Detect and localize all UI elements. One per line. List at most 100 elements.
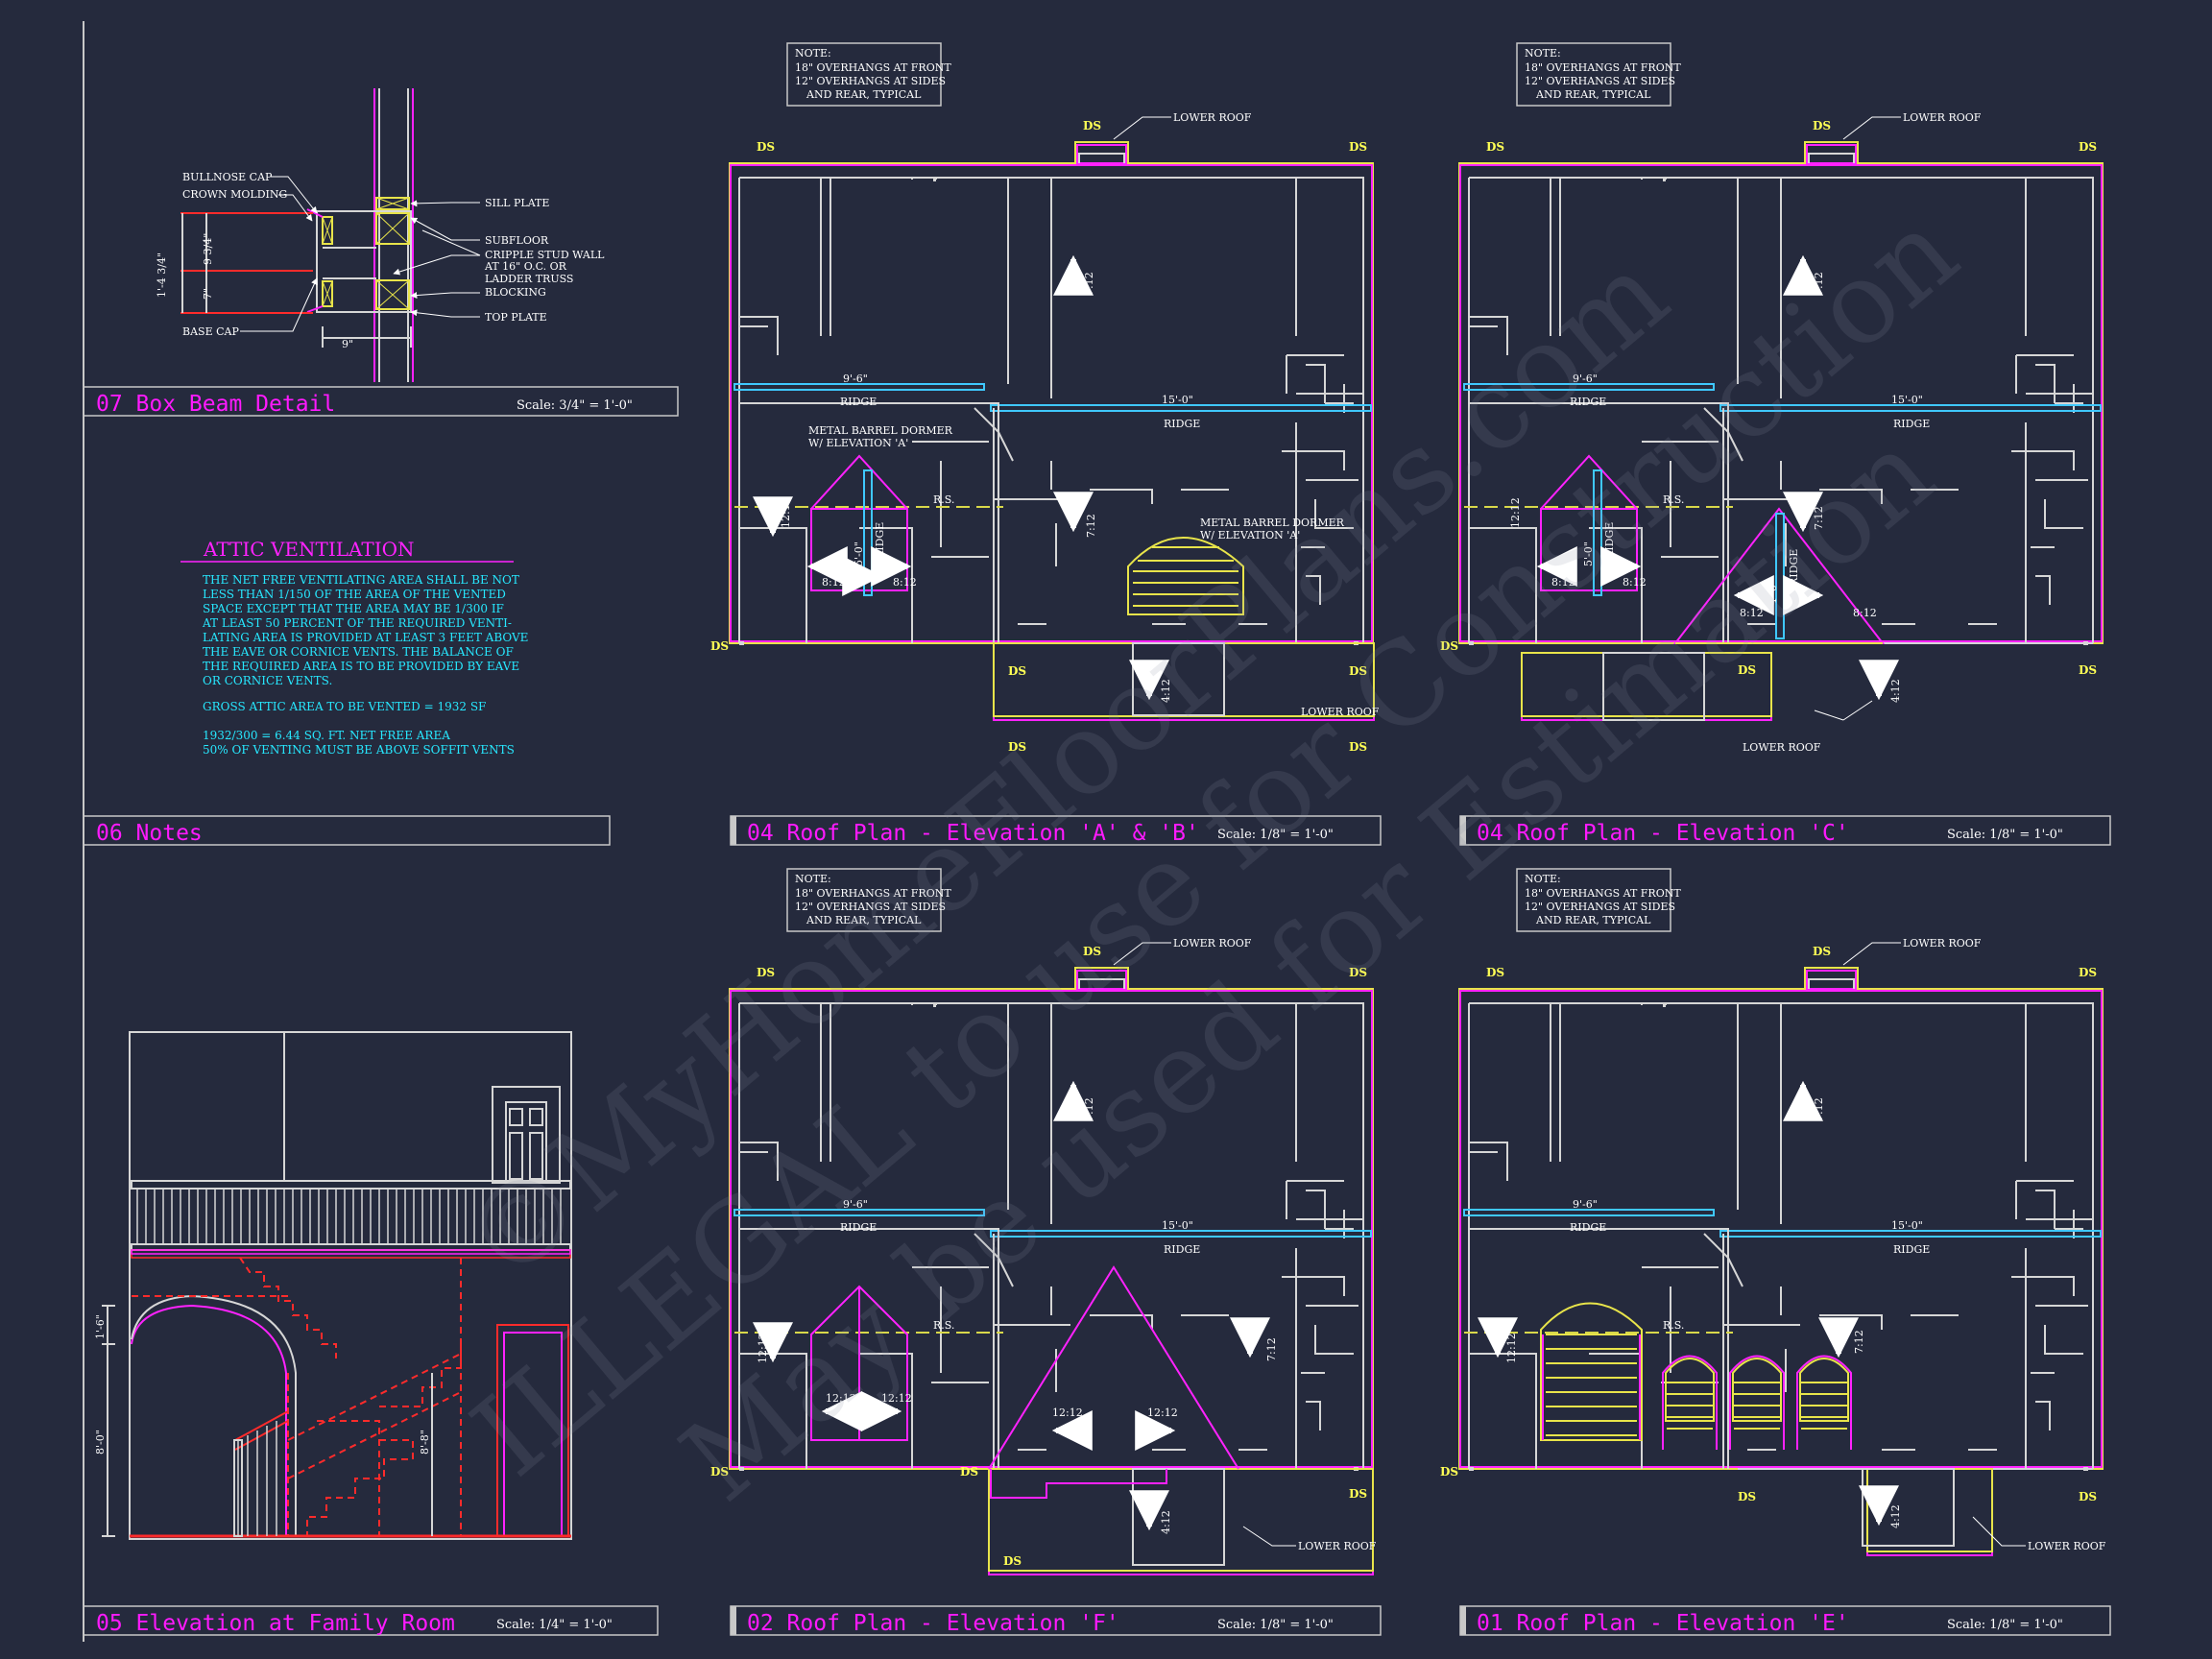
ds-marker: DS [1003,1554,1022,1568]
label-sill: SILL PLATE [485,197,549,209]
label-cripple2: AT 16" O.C. OR [484,260,567,273]
label-rs: R.S. [933,1319,954,1332]
pitch-7-12: 7:12 [1813,506,1825,530]
dim-8-8: 8'-8" [419,1430,431,1455]
ds-marker: DS [1349,1487,1367,1501]
dim-9-6: 9'-6" [1573,373,1598,385]
ds-marker: DS [1486,966,1504,979]
attic-line-1: THE NET FREE VENTILATING AREA SHALL BE N… [203,573,519,587]
ds-marker: DS [1349,664,1367,678]
note-line-4: AND REAR, TYPICAL [805,88,922,101]
dim-width: 9" [342,338,353,350]
pitch-12-12: 12:12 [826,1392,856,1405]
pitch-7-12: 7:12 [1085,514,1097,538]
dim-5-0: 5'-0" [1582,541,1595,566]
dormer-label-2: W/ ELEVATION 'A' [808,437,908,449]
pitch-7-12: 7:12 [1265,1337,1278,1361]
label-lower-roof: LOWER ROOF [2028,1540,2106,1552]
pitch-12-12: 12:12 [881,1392,912,1405]
label-ridge: RIDGE [840,396,877,408]
note-line-3: 12" OVERHANGS AT SIDES [795,75,946,87]
title-01: 01 Roof Plan - Elevation 'E' [1477,1611,1849,1636]
title-bar-07 [83,386,679,417]
small-barrel-dormer [1729,1355,1785,1450]
ds-marker: DS [2079,663,2097,677]
label-rs: R.S. [1663,493,1684,506]
label-cripple1: CRIPPLE STUD WALL [485,249,605,261]
label-lower-roof: LOWER ROOF [1743,741,1821,754]
pitch-8-12: 8:12 [893,576,917,589]
attic-line-2: LESS THAN 1/150 OF THE AREA OF THE VENTE… [203,588,506,601]
dim-9-6: 9'-6" [843,373,868,385]
ds-marker: DS [1738,1490,1756,1503]
dim-9-6: 9'-6" [843,1198,868,1211]
note-line-4: AND REAR, TYPICAL [1535,88,1651,101]
label-subfloor: SUBFLOOR [485,234,549,247]
title-04a: 04 Roof Plan - Elevation 'A' & 'B' [747,821,1199,846]
label-ridge: RIDGE [1893,1243,1930,1256]
title-06: 06 Notes [96,821,203,846]
ds-marker: DS [1349,966,1367,979]
attic-line-6: THE EAVE OR CORNICE VENTS. THE BALANCE O… [203,645,514,659]
scale-05: Scale: 1/4" = 1'-0" [496,1618,613,1632]
label-crown: CROWN MOLDING [182,188,287,201]
pitch-8-12: 8:12 [1623,576,1647,589]
roof-plan-04a [729,141,1375,721]
pitch-8-12: 8:12 [1740,607,1764,619]
small-barrel-dormer [1662,1355,1718,1450]
pitch-8-12: 8:12 [1551,576,1575,589]
ds-marker: DS [1486,140,1504,154]
attic-line-5: LATING AREA IS PROVIDED AT LEAST 3 FEET … [203,631,528,644]
family-room-elevation: 1'-6" 8'-0" 8'-8" [94,1031,572,1540]
label-lower-roof: LOWER ROOF [1301,706,1380,718]
attic-calc-1: 1932/300 = 6.44 SQ. FT. NET FREE AREA [203,729,450,742]
label-lower-roof: LOWER ROOF [1298,1540,1377,1552]
pitch-12-12: 12:12 [1505,1333,1518,1363]
scale-01: Scale: 1/8" = 1'-0" [1947,1618,2063,1632]
label-bullnose: BULLNOSE CAP [182,171,273,183]
ds-marker: DS [1349,140,1367,154]
dormer-label-2: W/ ELEVATION 'A' [1200,529,1300,541]
ds-marker: DS [1083,119,1101,132]
label-lower-roof: LOWER ROOF [1173,111,1252,124]
label-ridge: RIDGE [840,1221,877,1234]
pitch-7-12: 7:12 [1813,272,1825,296]
label-blocking: BLOCKING [485,286,546,299]
label-rs: R.S. [933,493,954,506]
attic-calc-2: 50% OF VENTING MUST BE ABOVE SOFFIT VENT… [203,743,515,757]
ds-marker: DS [1008,740,1026,754]
attic-line-3: SPACE EXCEPT THAT THE AREA MAY BE 1/300 … [203,602,504,615]
ds-marker: DS [757,966,775,979]
note-line-3: 12" OVERHANGS AT SIDES [1525,901,1675,913]
dim-1-6: 1'-6" [94,1314,107,1339]
dim-4-6: 4'-6" [1767,580,1779,605]
dim-15-0: 15'-0" [1891,394,1923,406]
scale-02: Scale: 1/8" = 1'-0" [1217,1618,1334,1632]
pitch-7-12: 7:12 [1083,272,1095,296]
ds-marker: DS [1349,740,1367,754]
label-rs: R.S. [1663,1319,1684,1332]
dim-15-0: 15'-0" [1891,1219,1923,1232]
note-line-2: 18" OVERHANGS AT FRONT [795,887,951,900]
note-line-1: NOTE: [1525,47,1561,60]
roof-plan-04c [1458,141,2104,721]
dim-9-6: 9'-6" [1573,1198,1598,1211]
pitch-12-12: 12:12 [780,497,792,528]
ds-marker: DS [1813,119,1831,132]
note-line-2: 18" OVERHANGS AT FRONT [1525,61,1681,74]
ds-marker: DS [1083,945,1101,958]
label-ridge: RIDGE [1164,1243,1200,1256]
small-barrel-dormer [1796,1355,1852,1450]
label-ridge: RIDGE [1788,549,1800,586]
label-base: BASE CAP [182,325,239,338]
attic-gross: GROSS ATTIC AREA TO BE VENTED = 1932 SF [203,700,486,713]
ds-marker: DS [1813,945,1831,958]
ds-marker: DS [2079,966,2097,979]
dim-15-0: 15'-0" [1162,394,1193,406]
roof-plan-02 [729,967,1374,1575]
pitch-8-12: 8:12 [1853,607,1877,619]
